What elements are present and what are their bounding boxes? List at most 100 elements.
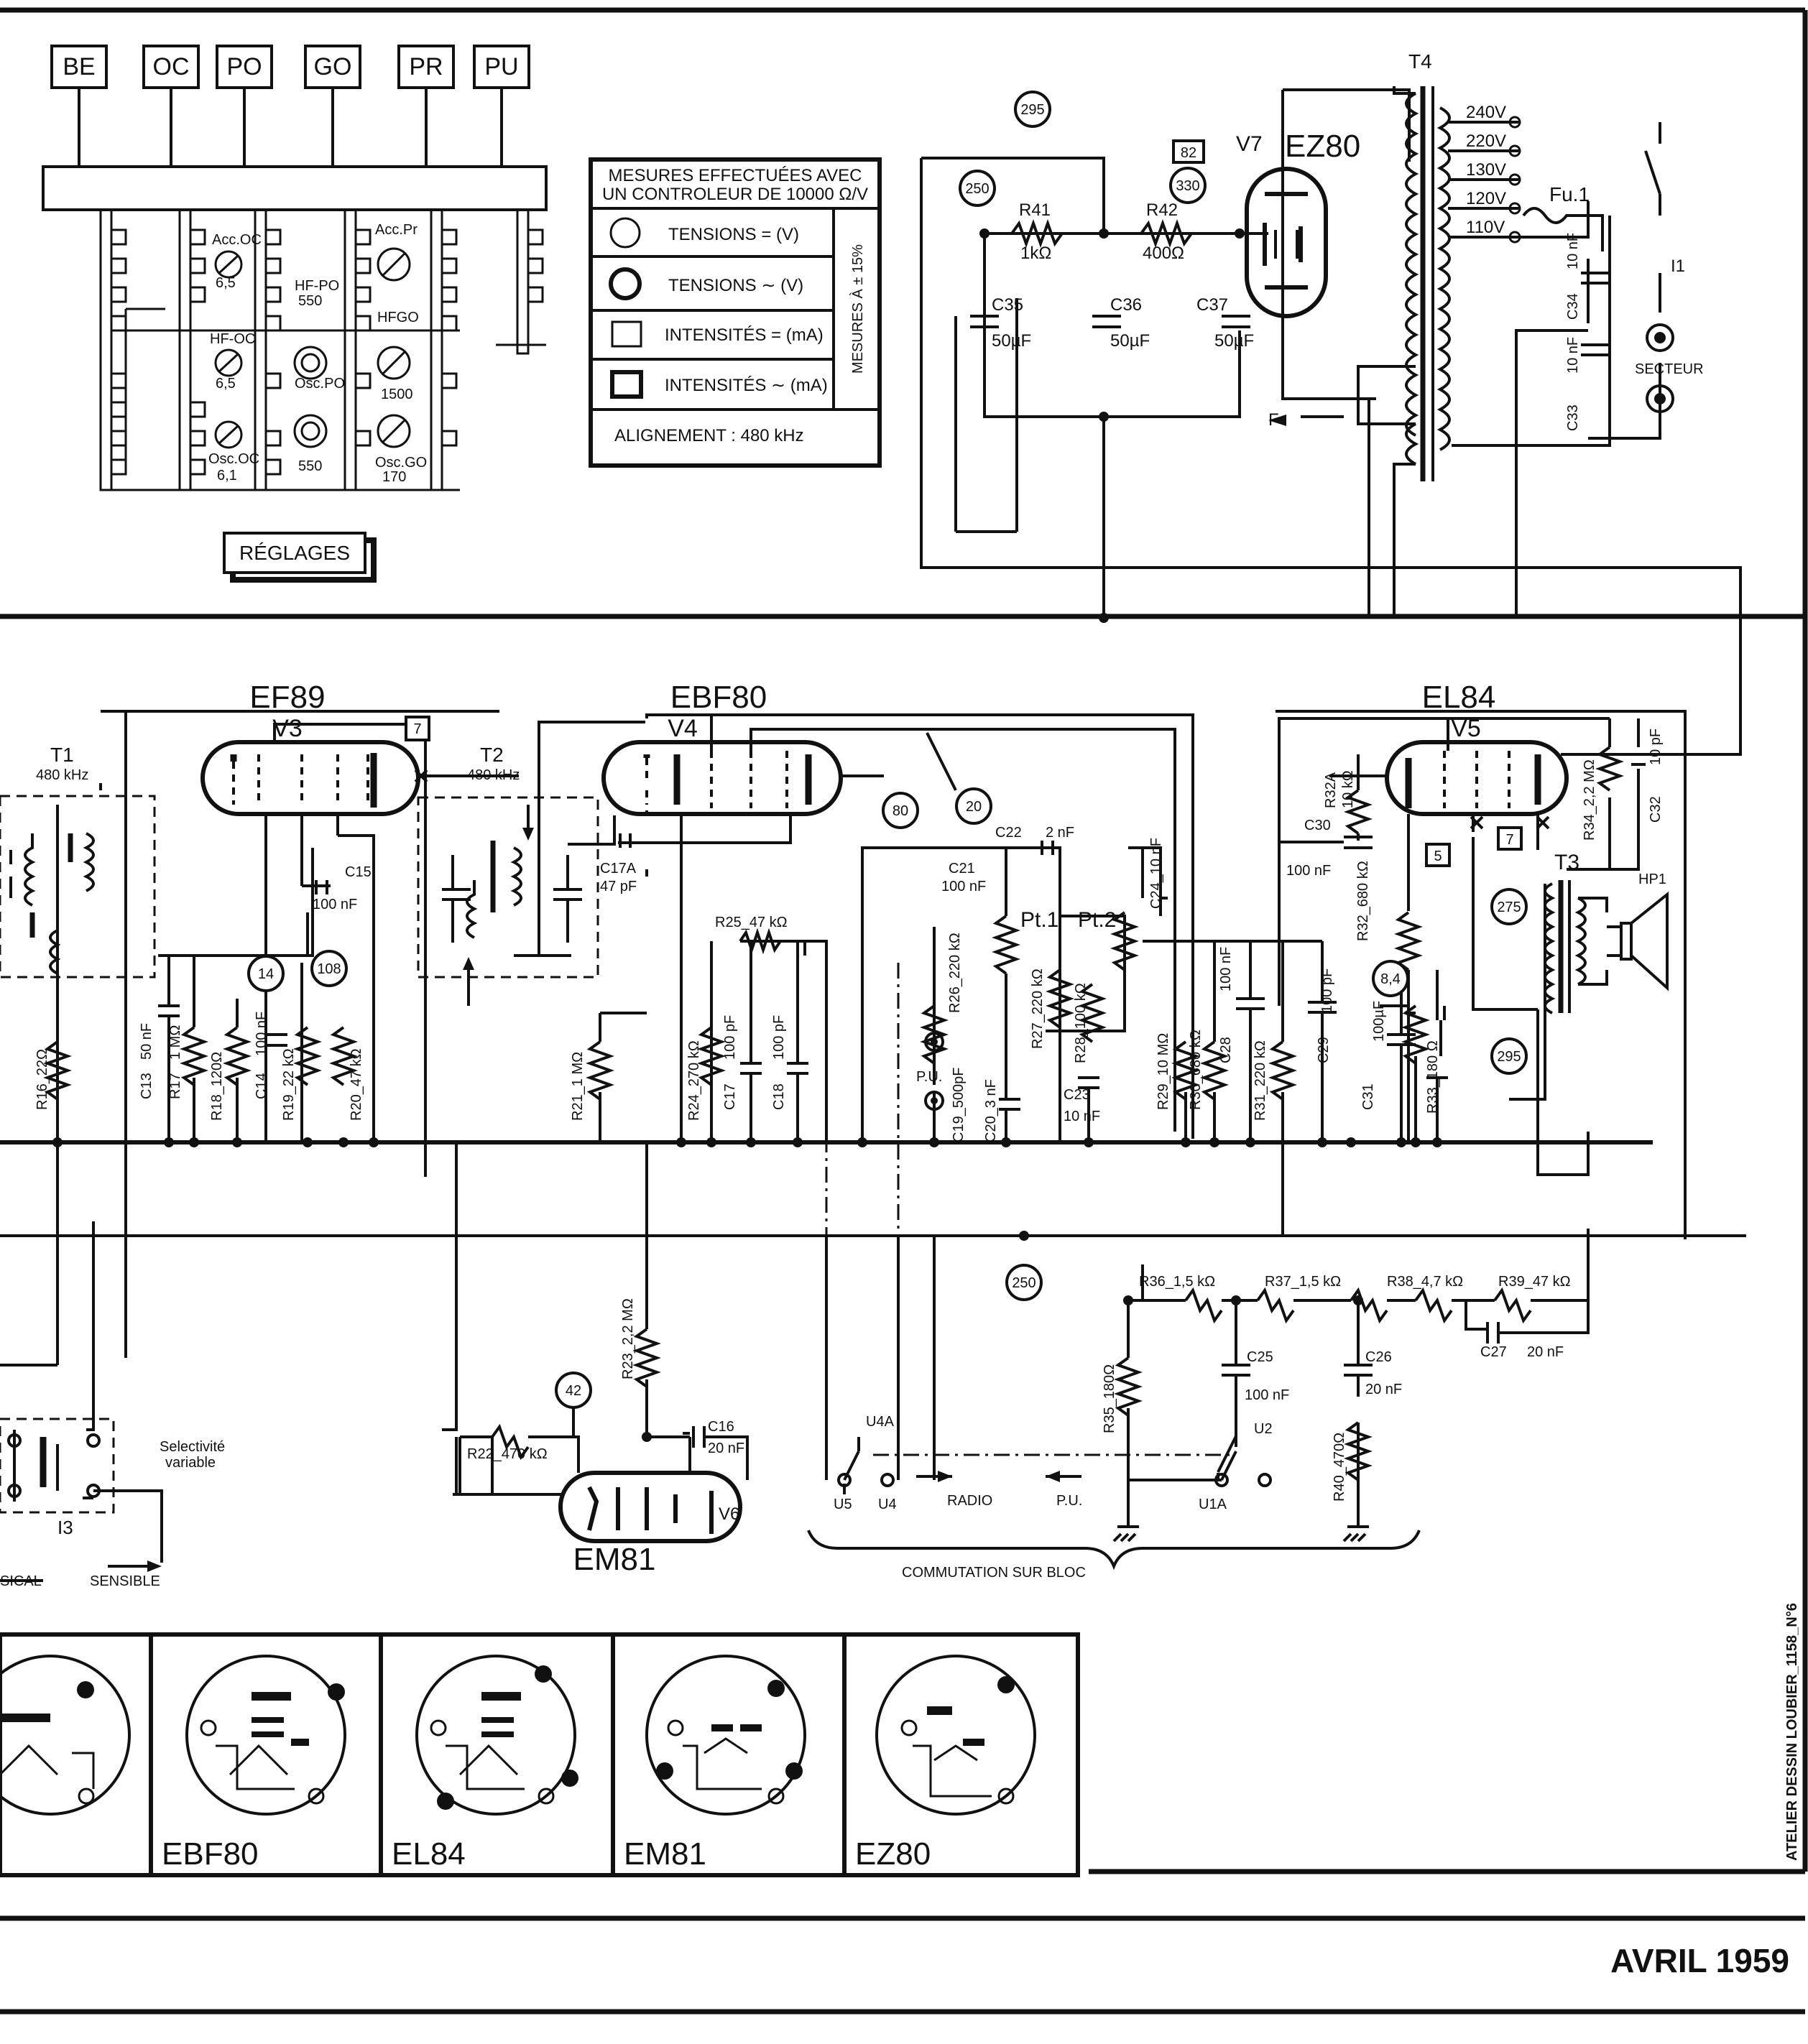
component-label: 100 nF (254, 1012, 269, 1056)
pinout-label: EBF80 (162, 1836, 259, 1872)
component-label: R17 (167, 1073, 183, 1099)
component-label: SECTEUR (1635, 361, 1704, 377)
reglage-label: 550 (298, 293, 322, 309)
component-label: 100 nF (941, 879, 986, 894)
component-label: 50µF (1214, 331, 1254, 351)
component-label: C30 (1304, 818, 1331, 833)
pinout-label: EM81 (624, 1836, 706, 1872)
test-point: 14 (258, 966, 274, 982)
test-point: 5 (1434, 848, 1442, 864)
component-label: F (1268, 410, 1279, 430)
tube-label: EM81 (573, 1542, 656, 1577)
legend-header: MESURES EFFECTUÉES AVEC (609, 166, 862, 185)
band-label: PR (409, 53, 443, 80)
component-label: U4 (878, 1497, 897, 1512)
tube-label: EF89 (249, 680, 325, 715)
component-label: 100 nF (1245, 1387, 1289, 1403)
component-label: I3 (57, 1517, 73, 1538)
tube-label: V5 (1451, 715, 1481, 742)
tube-label: V3 (272, 715, 303, 742)
component-label: C15 (345, 864, 372, 880)
legend-row: TENSIONS ∼ (V) (668, 276, 803, 295)
tap-label: 220V (1466, 131, 1506, 151)
component-label: T2 (480, 744, 504, 766)
component-label: R24_270 kΩ (686, 1040, 702, 1121)
reglages-title: RÉGLAGES (239, 542, 350, 564)
component-label: 2 nF (1046, 825, 1074, 841)
tube-label: V6 (719, 1504, 739, 1524)
component-label: 20 nF (708, 1440, 744, 1456)
component-label: 100µF (1371, 1001, 1387, 1042)
legend-header: UN CONTROLEUR DE 10000 Ω/V (602, 185, 868, 204)
component-label: V7 (1236, 132, 1263, 156)
component-label: 100 nF (1286, 863, 1331, 879)
component-label: 10 nF (1064, 1109, 1100, 1124)
band-label: OC (153, 53, 190, 80)
component-label: C20_3 nF (983, 1079, 999, 1142)
component-label: 100 pF (771, 1015, 787, 1060)
tap-label: 110V (1466, 218, 1505, 237)
reglage-label: 6,5 (216, 376, 236, 392)
component-label: C21 (949, 861, 975, 877)
band-label: BE (63, 53, 95, 80)
reglage-label: Osc.PO (295, 376, 345, 392)
component-label: 10 pF (1648, 729, 1664, 765)
component-label: C34 (1565, 293, 1581, 320)
component-label: Fu.1 (1549, 183, 1590, 205)
component-label: R42 (1146, 200, 1178, 220)
tap-label: 130V (1466, 160, 1506, 180)
component-label: 10 nF (1565, 233, 1581, 269)
reglage-label: Acc.Pr (375, 222, 418, 238)
band-label: PO (226, 53, 262, 80)
component-label: R40_470Ω (1332, 1433, 1347, 1502)
component-label: R32A (1323, 772, 1339, 808)
component-label: R21_1 MΩ (570, 1052, 586, 1121)
component-label: 47 pF (600, 879, 637, 894)
component-label: 50µF (1110, 331, 1150, 351)
component-label: 100 nF (313, 897, 357, 912)
component-label: variable (165, 1455, 216, 1471)
component-label: R27_220 kΩ (1030, 968, 1046, 1049)
measurement-legend: MESURES EFFECTUÉES AVEC UN CONTROLEUR DE… (589, 157, 882, 468)
component-label: 10 kΩ (1340, 770, 1356, 808)
component-label: P.U. (916, 1069, 942, 1085)
component-label: 50µF (992, 331, 1031, 351)
component-label: 100 nF (1218, 947, 1234, 991)
component-label: U5 (834, 1497, 852, 1512)
test-point: 82 (1181, 145, 1196, 161)
tube-label: EL84 (1422, 680, 1496, 715)
component-label: R25_47 kΩ (715, 915, 788, 930)
legend-side: MESURES À ± 15% (849, 244, 866, 374)
test-point: 108 (317, 961, 341, 977)
component-label: R32_680 kΩ (1355, 861, 1371, 941)
atelier-credit: ATELIER DESSIN LOUBIER_1158_N°6 (1784, 1603, 1800, 1861)
legend-footer: ALIGNEMENT : 480 kHz (614, 426, 804, 445)
component-label: C17A (600, 861, 637, 877)
component-label: C13 (139, 1073, 154, 1099)
test-point: 275 (1497, 900, 1521, 915)
reglage-label: Acc.OC (212, 232, 262, 248)
coil-contacts (111, 228, 544, 476)
component-label: R33_180 Ω (1425, 1040, 1441, 1114)
pinout-label: EZ80 (855, 1836, 931, 1872)
test-point: 80 (893, 803, 908, 819)
component-label: 480 kHz (467, 767, 520, 783)
component-label: R16_22Ω (34, 1049, 50, 1110)
component-label: COMMUTATION SUR BLOC (902, 1565, 1086, 1581)
amplifier-stage: 7 80 20 14 108 5 7 275 295 8,4 EF89 V3 E… (0, 680, 1746, 1480)
component-label: U2 (1254, 1421, 1273, 1437)
test-point: 295 (1020, 102, 1044, 118)
reglage-label: 6,1 (217, 468, 237, 484)
component-label: SICAL (0, 1573, 42, 1589)
component-label: R39_47 kΩ (1498, 1274, 1571, 1290)
t4-transformer (1357, 86, 1451, 618)
component-label: C26 (1365, 1349, 1392, 1365)
component-label: C27 (1480, 1344, 1507, 1360)
test-point: 330 (1176, 178, 1199, 194)
test-point: 250 (1012, 1275, 1036, 1291)
component-label: Pt.2 (1078, 908, 1116, 932)
component-label: 1kΩ (1020, 244, 1051, 263)
reglage-label: HFGO (377, 310, 419, 325)
component-label: R41 (1019, 200, 1051, 220)
